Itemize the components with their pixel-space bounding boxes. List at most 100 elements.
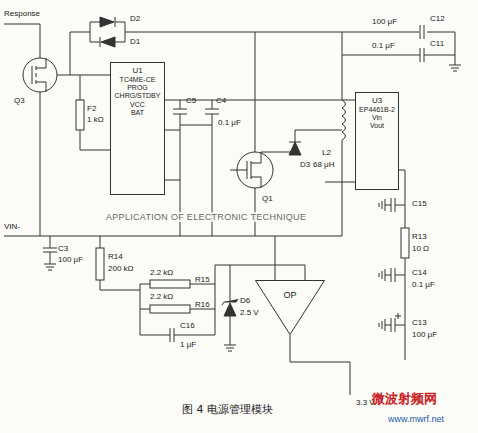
wire <box>405 258 406 360</box>
label-text: C5 <box>186 96 196 105</box>
resistor-symbol <box>96 248 104 280</box>
wire <box>165 180 180 181</box>
wire <box>295 130 342 131</box>
wire <box>100 280 140 290</box>
ic-chip: U1TC4ME-CEPROGCHRG/STDBYVCCBAT <box>110 62 165 195</box>
resistor-symbol <box>150 305 190 313</box>
label-text: C3 <box>58 244 68 253</box>
pin-name: VCC <box>113 101 162 109</box>
wire <box>90 22 91 42</box>
wire <box>4 200 342 236</box>
label-text: R15 <box>195 275 210 284</box>
zener-symbol <box>222 299 238 316</box>
label-text: 68 μH <box>313 160 335 169</box>
label-text: R13 <box>412 232 427 241</box>
pin-name: Vout <box>358 122 396 130</box>
label-text: 1 kΩ <box>87 115 104 124</box>
label-text: www.mwrf.net <box>388 414 444 424</box>
label-text: Q1 <box>262 194 273 203</box>
label-text: C16 <box>180 321 195 330</box>
label-text: D1 <box>130 37 140 46</box>
capacitor-symbol <box>391 198 401 332</box>
wire <box>80 130 110 150</box>
wire <box>80 75 81 100</box>
label-text: 1 μF <box>180 340 196 349</box>
label-text: 100 μF <box>412 330 437 339</box>
label-text: APPLICATION OF ELECTRONIC TECHNIQUE <box>106 212 306 222</box>
label-text: R14 <box>108 252 123 261</box>
wire <box>4 24 40 58</box>
resistor-symbol <box>150 280 190 288</box>
wire <box>100 236 101 248</box>
label-text: C14 <box>412 268 427 277</box>
label-text: Q3 <box>14 96 25 105</box>
label-text: L2 <box>322 148 331 157</box>
diode-symbol <box>100 17 115 27</box>
label-text: 2.5 V <box>240 308 259 317</box>
label-text: 100 μF <box>372 17 397 26</box>
wire <box>255 32 256 152</box>
label-text: C15 <box>412 199 427 208</box>
resistor-symbol <box>401 228 409 258</box>
ground-symbol <box>44 264 56 270</box>
label-text: C11 <box>430 39 444 48</box>
pin-name: TC4ME-CE <box>113 76 162 84</box>
label-text: C4 <box>216 96 226 105</box>
wire <box>50 236 51 264</box>
label-text: D3 <box>300 160 310 169</box>
label-text: 微波射频网 <box>372 392 437 407</box>
label-text: D2 <box>130 14 140 23</box>
ground-symbol <box>379 199 385 331</box>
label-text: 10 Ω <box>412 244 429 253</box>
transistor-symbol <box>23 58 57 92</box>
wire <box>342 32 455 65</box>
pin-name: PROG <box>113 84 162 92</box>
wire <box>398 170 405 228</box>
diode-symbol <box>100 37 115 47</box>
label-text: 3.3 V <box>356 398 375 407</box>
capacitor-symbol <box>43 248 57 252</box>
wire <box>125 32 455 33</box>
wire <box>385 205 405 325</box>
label-text: 2.2 kΩ <box>150 292 173 301</box>
wire <box>57 75 110 76</box>
resistor-symbol <box>76 100 84 130</box>
label-text: 0.1 μF <box>412 280 435 289</box>
ic-chip: U3EP4461B-2VinVout <box>355 92 399 190</box>
label-text: C12 <box>430 14 445 23</box>
part-name: OP <box>255 280 325 301</box>
inductor-symbol <box>342 100 346 200</box>
diode-symbol <box>289 142 301 155</box>
wire-connector <box>325 182 355 183</box>
wire <box>295 130 296 140</box>
figure-caption: 图 4 电源管理模块 <box>182 404 273 417</box>
wire <box>90 22 125 42</box>
label-text: 0.1 μF <box>372 41 395 50</box>
wire <box>342 32 343 100</box>
label-text: Response <box>4 9 40 18</box>
wire <box>70 32 90 75</box>
pin-name: EP4461B-2 <box>358 106 396 114</box>
capacitor-symbol <box>170 328 174 342</box>
label-text: D6 <box>240 296 250 305</box>
transistor-symbol <box>32 58 46 92</box>
label-text: F2 <box>87 104 96 113</box>
label-text: R16 <box>195 300 210 309</box>
opamp-outline <box>256 281 325 335</box>
part-name: U3 <box>358 96 396 106</box>
opamp-outline <box>255 280 325 335</box>
capacitor-symbol <box>420 25 424 62</box>
wire-connector <box>325 182 355 183</box>
label-text: 200 kΩ <box>108 264 134 273</box>
mosfet-symbol <box>230 152 261 188</box>
part-name: U1 <box>113 66 162 76</box>
pin-name: BAT <box>113 109 162 117</box>
label-text: 0.1 μF <box>218 118 241 127</box>
wire <box>40 92 41 236</box>
label-text: C13 <box>412 318 427 327</box>
ground-symbol <box>224 345 236 351</box>
label-text: 2.2 kΩ <box>150 268 173 277</box>
ground-symbol <box>449 65 461 71</box>
label-text: VIN- <box>4 222 20 231</box>
